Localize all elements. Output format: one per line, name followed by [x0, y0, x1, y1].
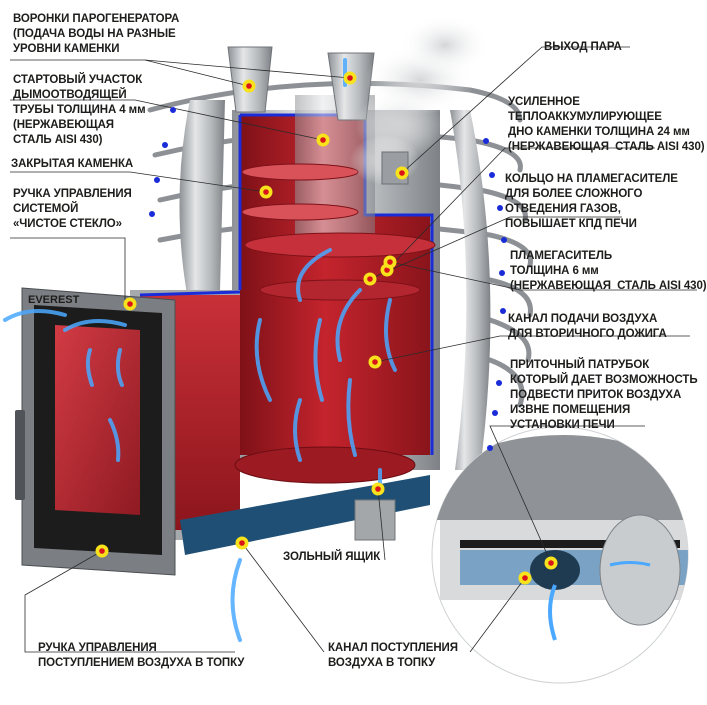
steam-cloud: [350, 15, 490, 185]
callout-marker: [518, 571, 532, 585]
brand-logo: EVEREST: [28, 294, 80, 306]
label-inlet-pipe: ПРИТОЧНЫЙ ПАТРУБОК КОТОРЫЙ ДАЕТ ВОЗМОЖНОС…: [510, 358, 698, 433]
label-line: ПРИТОЧНЫЙ ПАТРУБОК: [510, 359, 650, 371]
callout-marker: [383, 255, 397, 269]
callout-marker: [363, 272, 377, 286]
label-line: УРОВНИ КАМЕНКИ: [13, 43, 120, 55]
callout-marker: [123, 297, 137, 311]
label-line: ЗАКРЫТАЯ КАМЕНКА: [11, 158, 134, 170]
label-secondary-air: КАНАЛ ПОДАЧИ ВОЗДУХА ДЛЯ ВТОРИЧНОГО ДОЖИГ…: [508, 312, 667, 342]
label-line: КОЛЬЦО НА ПЛАМЕГАСИТЕЛЕ: [505, 173, 678, 185]
callout-marker: [259, 185, 273, 199]
label-line: КАНАЛ ПОДАЧИ ВОЗДУХА: [508, 313, 658, 325]
label-line: ПОВЫШАЕТ КПД ПЕЧИ: [505, 218, 637, 230]
callout-marker: [316, 133, 330, 147]
callout-marker: [235, 536, 249, 550]
label-line: СИСТЕМОЙ: [13, 203, 79, 215]
label-line: ПОСТУПЛЕНИЕМ ВОЗДУХА В ТОПКУ: [38, 657, 245, 669]
label-line: ВОЗДУХА В ТОПКУ: [328, 657, 436, 669]
label-line: ТРУБЫ ТОЛЩИНА 4 мм: [13, 104, 146, 116]
label-line: ПОДВЕСТИ ПРИТОК ВОЗДУХА: [510, 389, 682, 401]
label-line: РУЧКА УПРАВЛЕНИЯ: [38, 642, 157, 654]
label-line: КАНАЛ ПОСТУПЛЕНИЯ: [328, 642, 458, 654]
leader-lines: [10, 46, 697, 653]
left-side-plate: [179, 100, 225, 300]
callout-marker: [242, 79, 256, 93]
label-line: ДЛЯ БОЛЕЕ СЛОЖНОГО: [505, 188, 643, 200]
label-air-handle: РУЧКА УПРАВЛЕНИЯ ПОСТУПЛЕНИЕМ ВОЗДУХА В Т…: [38, 641, 244, 671]
callout-marker: [371, 482, 385, 496]
label-line: ВОРОНКИ ПАРОГЕНЕРАТОРА: [13, 13, 180, 25]
label-line: ДЫМООТВОДЯЩЕЙ: [13, 89, 127, 101]
callout-marker: [368, 355, 382, 369]
label-steam-outlet: ВЫХОД ПАРА: [544, 40, 622, 55]
label-line: ТЕПЛОАККУМУЛИРУЮЩЕЕ: [508, 111, 662, 123]
label-closed-heater: ЗАКРЫТАЯ КАМЕНКА: [11, 157, 133, 172]
label-line: (ПОДАЧА ВОДЫ НА РАЗНЫЕ: [13, 28, 176, 40]
label-flame-arrester: ПЛАМЕГАСИТЕЛЬ ТОЛЩИНА 6 мм (НЕРЖАВЕЮЩАЯ СТ…: [510, 249, 707, 294]
callout-marker: [343, 71, 357, 85]
label-steam-funnels: ВОРОНКИ ПАРОГЕНЕРАТОРА (ПОДАЧА ВОДЫ НА РА…: [13, 12, 179, 57]
rail-end-dots: [149, 107, 507, 451]
door-handle[interactable]: [15, 410, 25, 500]
label-line: ДЛЯ ВТОРИЧНОГО ДОЖИГА: [508, 328, 667, 340]
label-line: (НЕРЖАВЕЮЩАЯ СТАЛЬ AISI 430): [510, 280, 707, 292]
label-line: КОТОРЫЙ ДАЕТ ВОЗМОЖНОСТЬ: [510, 374, 698, 386]
label-line: ИЗВНЕ ПОМЕЩЕНИЯ: [510, 404, 631, 416]
firebox-door: [15, 287, 176, 576]
label-line: (НЕРЖАВЕЮЩАЯ СТАЛЬ AISI 430): [508, 141, 705, 153]
callout-marker: [95, 544, 109, 558]
magnified-inset: [431, 426, 689, 684]
label-line: УСТАНОВКИ ПЕЧИ: [510, 419, 615, 431]
airflow-arrows: [3, 58, 397, 642]
callout-marker: [544, 556, 558, 570]
label-line: ПЛАМЕГАСИТЕЛЬ: [510, 250, 613, 262]
label-line: «ЧИСТОЕ СТЕКЛО»: [13, 218, 122, 230]
callout-marker: [395, 166, 409, 180]
label-line: ОТВЕДЕНИЯ ГАЗОВ,: [505, 203, 621, 215]
right-side-plate: [450, 110, 491, 470]
ash-box: [354, 499, 396, 541]
label-line: ЗОЛЬНЫЙ ЯЩИК: [283, 551, 381, 563]
label-line: ВЫХОД ПАРА: [544, 41, 622, 53]
label-chimney-start: СТАРТОВЫЙ УЧАСТОК ДЫМООТВОДЯЩЕЙ ТРУБЫ ТОЛЩ…: [13, 73, 146, 148]
label-line: СТАРТОВЫЙ УЧАСТОК: [13, 74, 143, 86]
label-line: СТАЛЬ AISI 430): [13, 134, 103, 146]
label-line: ДНО КАМЕНКИ ТОЛЩИНА 24 мм: [508, 126, 690, 138]
label-line: ТОЛЩИНА 6 мм: [510, 265, 599, 277]
label-line: (НЕРЖАВЕЮЩАЯ: [13, 119, 114, 131]
label-line: РУЧКА УПРАВЛЕНИЯ: [13, 188, 132, 200]
steam-funnels: [227, 46, 375, 121]
label-reinforced-bottom: УСИЛЕННОЕ ТЕПЛОАККУМУЛИРУЮЩЕЕ ДНО КАМЕНКИ …: [508, 95, 705, 155]
markers: [95, 71, 558, 585]
label-flame-ring: КОЛЬЦО НА ПЛАМЕГАСИТЕЛЕ ДЛЯ БОЛЕЕ СЛОЖНОГ…: [505, 172, 678, 232]
label-clean-glass: РУЧКА УПРАВЛЕНИЯ СИСТЕМОЙ «ЧИСТОЕ СТЕКЛО»: [13, 187, 132, 232]
heater-trays: [241, 163, 436, 301]
label-line: УСИЛЕННОЕ: [508, 96, 580, 108]
label-ash-box: ЗОЛЬНЫЙ ЯЩИК: [283, 550, 380, 565]
label-air-channel: КАНАЛ ПОСТУПЛЕНИЯ ВОЗДУХА В ТОПКУ: [328, 641, 458, 671]
